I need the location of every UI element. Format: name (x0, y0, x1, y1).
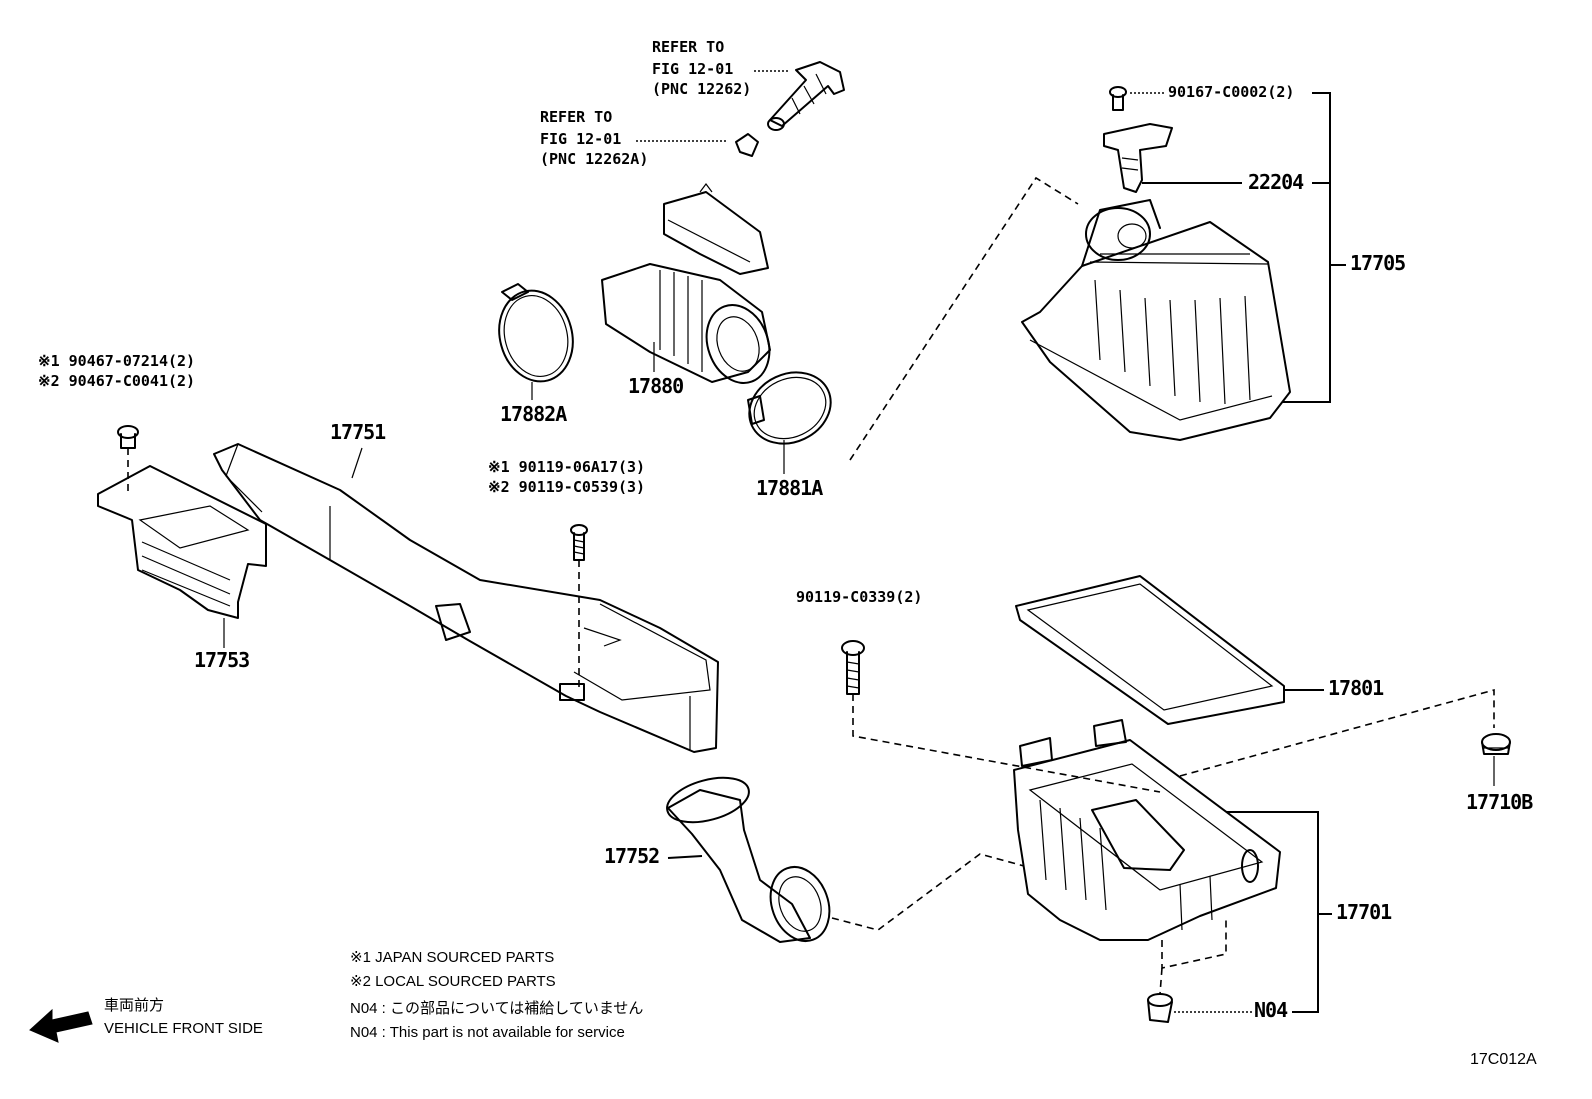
leader-lines (223, 70, 1495, 1013)
air-cleaner-case-part (1013, 719, 1281, 941)
part-label-n04: N04 (1254, 998, 1288, 1022)
note-n04-en: N04 : This part is not available for ser… (350, 1024, 625, 1041)
vehicle-front-label-en: VEHICLE FRONT SIDE (104, 1020, 263, 1037)
refer-to-label-clip: REFER TO (540, 108, 613, 126)
part-label-17701: 17701 (1336, 900, 1392, 924)
bolt-left-label-1: ※1 90467-07214(2) (38, 352, 196, 370)
bolt-mid-part (570, 524, 588, 561)
inlet-duct-17753-part (97, 465, 267, 619)
part-label-17705: 17705 (1350, 251, 1406, 275)
figure-code: 17C012A (1470, 1051, 1537, 1068)
refer-to-label-top: REFER TO (652, 38, 725, 56)
part-label-17751: 17751 (330, 420, 386, 444)
part-label-90167: 90167-C0002(2) (1168, 83, 1295, 101)
note-local-sourced: ※2 LOCAL SOURCED PARTS (350, 973, 556, 990)
air-filter-element-part (1015, 575, 1285, 725)
pnc-ref-label-top: (PNC 12262) (652, 80, 752, 98)
breather-pipe-part (767, 61, 845, 131)
plug-n04-part (1147, 993, 1173, 1023)
intake-hose-part (601, 183, 771, 384)
grommet-17710b-part (1481, 733, 1511, 755)
fig-ref-label-clip: FIG 12-01 (540, 130, 622, 148)
part-label-17753: 17753 (194, 648, 250, 672)
air-inlet-duct-part (213, 443, 719, 753)
vehicle-front-label-jp: 車両前方 (104, 997, 165, 1014)
elbow-hose-part (666, 776, 831, 943)
part-label-17710b: 17710B (1466, 790, 1533, 814)
fig-ref-label-top: FIG 12-01 (652, 60, 734, 78)
part-label-90119-c0339: 90119-C0339(2) (796, 588, 923, 606)
hose-clamp-17881a-part (747, 371, 832, 445)
bolt-left-part (117, 425, 139, 449)
arrow-left-icon (29, 1008, 93, 1043)
bolt-17701-part (841, 640, 865, 695)
bolt-mid-label-1: ※1 90119-06A17(3) (488, 458, 646, 476)
part-label-17752: 17752 (604, 844, 660, 868)
air-cleaner-cap-part (1021, 199, 1291, 441)
bolt-left-label-2: ※2 90467-C0041(2) (38, 372, 196, 390)
part-label-17882a: 17882A (500, 402, 567, 426)
connection-lines (127, 176, 1495, 995)
pnc-ref-label-clip: (PNC 12262A) (540, 150, 649, 168)
screw-90167-part (1109, 86, 1127, 111)
part-label-22204: 22204 (1248, 170, 1304, 194)
bolt-mid-label-2: ※2 90119-C0539(3) (488, 478, 646, 496)
part-label-17801: 17801 (1328, 676, 1384, 700)
note-n04-jp: N04 : この部品については補給していません (350, 1000, 644, 1017)
hose-clamp-17882a-part (498, 283, 574, 383)
mass-air-flow-sensor-part (1103, 123, 1173, 193)
note-japan-sourced: ※1 JAPAN SOURCED PARTS (350, 949, 555, 966)
part-label-17880: 17880 (628, 374, 684, 398)
part-label-17881a: 17881A (756, 476, 823, 500)
hose-clip-part (735, 133, 759, 157)
